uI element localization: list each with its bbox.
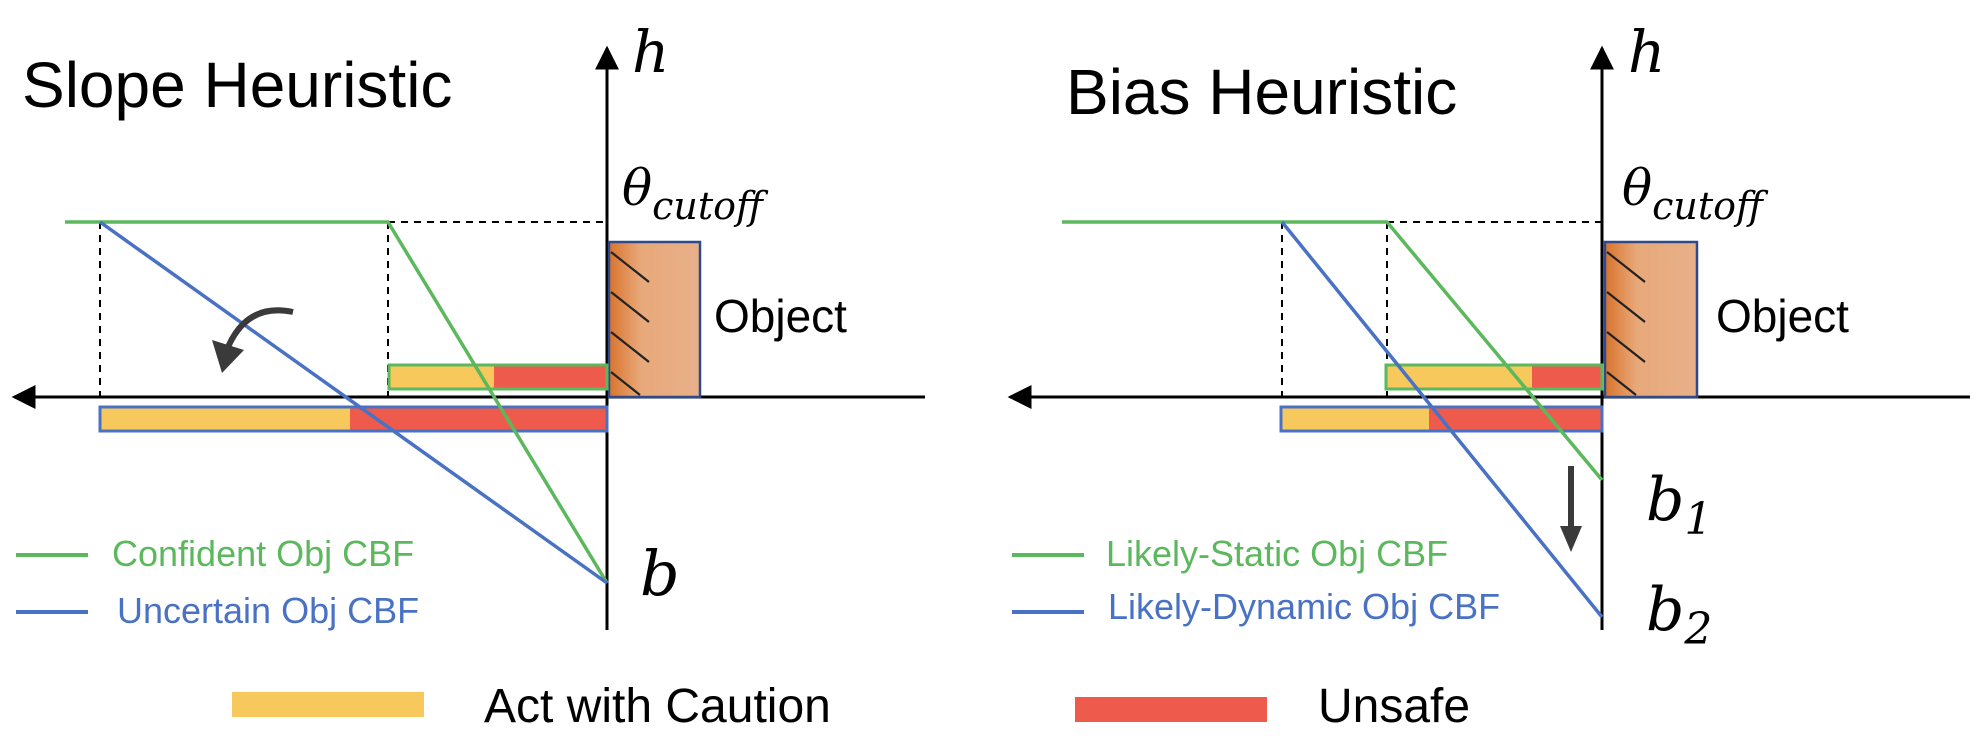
legend-label-likely-static: Likely-Static Obj CBF [1106,533,1448,574]
likely-static-cbf-curve [1062,220,1604,482]
h-axis-label: h [632,18,669,86]
unsafe-label: Unsafe [1318,680,1470,733]
intercept-label-b: b [640,537,680,610]
slope-heuristic-panel: Slope Heuristic h θcutoff Object [11,18,925,631]
cbf-legend: Confident Obj CBF Uncertain Obj CBF [16,533,419,631]
object-block [607,240,702,399]
caution-label: Act with Caution [484,680,831,733]
likely-dynamic-cbf-curve [1280,220,1604,619]
intercept-label-b2: b2 [1646,575,1712,655]
zone-legend: Act with Caution Unsafe [232,680,1470,733]
cutoff-label: θcutoff [622,159,769,228]
likely-dynamic-zone-bar [1279,405,1604,433]
uncertain-cbf-curve [98,220,609,585]
caution-swatch [232,692,424,717]
h-axis-label: h [1628,18,1665,86]
likely-static-zone-bar [1384,363,1604,391]
legend-label-likely-dynamic: Likely-Dynamic Obj CBF [1108,586,1500,627]
object-label: Object [714,290,847,342]
legend-label-uncertain: Uncertain Obj CBF [117,590,419,631]
object-block [1603,240,1699,399]
cutoff-label: θcutoff [1622,159,1769,228]
panel-title: Slope Heuristic [22,49,452,121]
object-label: Object [1716,290,1849,342]
confident-zone-bar [387,363,609,391]
unsafe-swatch [1075,697,1267,722]
uncertain-zone-bar [98,405,609,433]
cbf-legend: Likely-Static Obj CBF Likely-Dynamic Obj… [1012,533,1500,627]
panel-title: Bias Heuristic [1066,56,1457,128]
down-arrow-icon [1560,466,1582,552]
intercept-label-b1: b1 [1646,465,1712,545]
rotate-counterclockwise-arrow-icon [212,307,294,373]
legend-label-confident: Confident Obj CBF [112,533,414,574]
confident-cbf-curve [65,220,609,584]
bias-heuristic-panel: Bias Heuristic h θcutoff Object [1007,18,1970,655]
